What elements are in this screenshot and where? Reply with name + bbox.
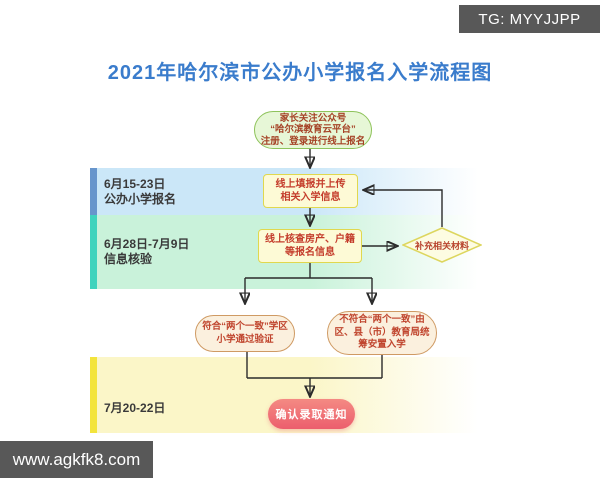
flow-node-fail: 不符合“两个一致”由 区、县（市）教育局统 筹安置入学 [327,311,437,355]
pass-line1: 符合“两个一致”学区 [202,321,288,332]
flow-node-confirm-admission: 确认录取通知 [268,399,355,429]
phase1-title: 公办小学报名 [104,192,177,206]
phase3-date: 7月20-22日 [104,401,166,415]
timeline-phase3-accent [90,357,97,433]
watermark-website: www.agkfk8.com [0,441,153,478]
timeline-phase2-accent [90,215,97,289]
timeline-phase2-label: 6月28日-7月9日 信息核验 [104,237,189,267]
fill-line2: 相关入学信息 [280,192,341,203]
start-line1: 家长关注公众号 [279,112,347,124]
pass-line2: 小学通过验证 [216,333,274,345]
flow-node-start: 家长关注公众号 “哈尔滨教育云平台” 注册、登录进行线上报名 [254,111,372,149]
verify-line2: 等报名信息 [285,247,335,258]
flow-node-supplement-decision: 补充相关材料 [402,227,482,263]
phase2-title: 信息核验 [104,252,153,266]
page-title: 2021年哈尔滨市公办小学报名入学流程图 [107,62,493,84]
start-line2: “哈尔滨教育云平台” [270,124,356,136]
phase2-date: 6月28日-7月9日 [104,237,190,251]
phase1-date: 6月15-23日 [104,177,166,191]
start-line3: 注册、登录进行线上报名 [260,135,366,147]
timeline-phase1-accent [90,168,97,215]
flow-node-verify-info: 线上核查房产、户籍 等报名信息 [258,229,362,263]
diamond-shape [402,227,482,263]
flow-node-fill-info: 线上填报并上传 相关入学信息 [263,174,358,208]
fail-line3: 筹安置入学 [358,339,406,351]
fill-line1: 线上填报并上传 [275,179,346,190]
fail-line2: 区、县（市）教育局统 [334,326,430,338]
timeline-phase1-label: 6月15-23日 公办小学报名 [104,177,176,207]
supplement-label: 补充相关材料 [414,240,469,251]
flow-node-pass: 符合“两个一致”学区 小学通过验证 [195,315,295,352]
watermark-telegram: TG: MYYJJPP [459,5,600,33]
confirm-label: 确认录取通知 [275,409,348,421]
verify-line1: 线上核查房产、户籍 [265,234,355,245]
fail-line1: 不符合“两个一致”由 [339,314,425,326]
timeline-phase3-label: 7月20-22日 [104,401,165,416]
connector-supplement-to-fill [366,190,443,227]
